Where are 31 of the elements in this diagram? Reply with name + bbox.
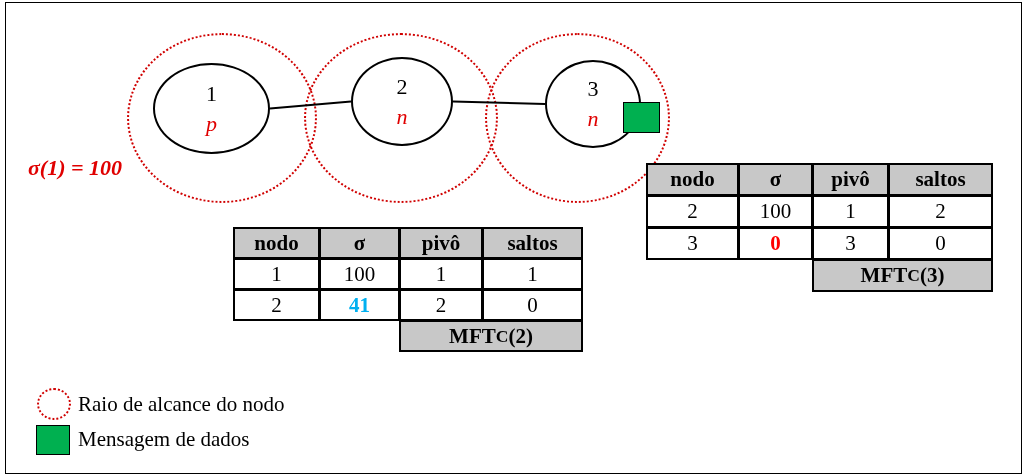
column-header: pivô	[812, 163, 889, 196]
legend-label: Mensagem de dados	[78, 427, 250, 452]
range-label: σ(1) = 100	[28, 155, 123, 181]
column-header: pivô	[399, 227, 483, 259]
table-cell: 0	[738, 227, 813, 260]
column-header: saltos	[482, 227, 583, 259]
table-cell: 2	[888, 195, 993, 228]
table-cell: 1	[482, 258, 583, 290]
node-number: 1	[206, 79, 217, 108]
column-header: σ	[319, 227, 400, 259]
link-line	[452, 100, 546, 105]
node-number: 2	[396, 72, 408, 101]
table-cell: 2	[233, 289, 320, 321]
table-cell: 2	[646, 195, 739, 228]
table-cell: 3	[646, 227, 739, 260]
table-cell: 1	[233, 258, 320, 290]
column-header: nodo	[233, 227, 320, 259]
column-header: nodo	[646, 163, 739, 196]
node-type: p	[206, 109, 217, 138]
link-line	[269, 100, 352, 110]
legend-label: Raio de alcance do nodo	[78, 392, 285, 417]
column-header: σ	[738, 163, 813, 196]
table-cell: 1	[812, 195, 889, 228]
column-header: saltos	[888, 163, 993, 196]
table-cell: 1	[399, 258, 483, 290]
node-number: 3	[587, 75, 599, 103]
table-cell: 41	[319, 289, 400, 321]
table-cell: 100	[319, 258, 400, 290]
node-type: n	[396, 102, 408, 131]
table-cell: 100	[738, 195, 813, 228]
node-type: n	[587, 105, 599, 133]
